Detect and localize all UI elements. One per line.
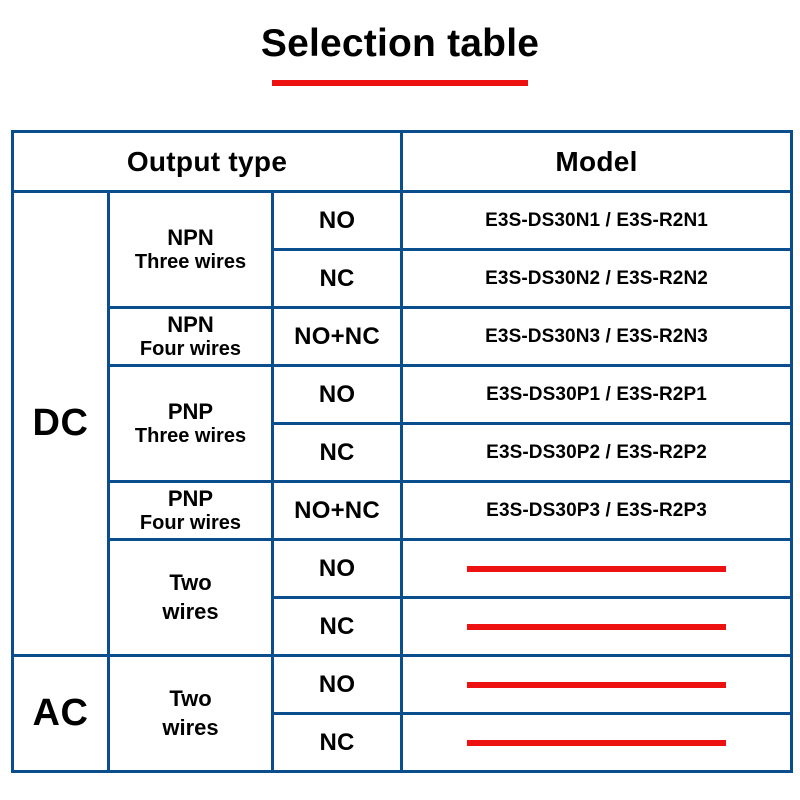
contact-type-cell: NO — [270, 364, 404, 425]
redaction-bar — [467, 739, 727, 746]
contact-type-cell: NO+NC — [270, 480, 404, 541]
output-type-secondary: Four wires — [139, 511, 242, 534]
contact-type-cell: NO — [270, 190, 404, 251]
table-row: Two wires NO — [13, 538, 794, 657]
redaction-wrap — [403, 681, 790, 688]
title-block: Selection table — [0, 0, 800, 86]
output-type-primary: PNP — [167, 398, 214, 424]
model-cell: E3S-DS30N3 / E3S-R2N3 — [400, 306, 794, 367]
table-row: NC — [13, 596, 794, 657]
header-model: Model — [400, 130, 794, 193]
contact-type-cell: NC — [270, 712, 404, 773]
output-type-secondary: Three wires — [134, 424, 247, 447]
supply-cell-dc: DC — [11, 190, 110, 657]
model-cell-redacted — [400, 538, 794, 599]
redaction-wrap — [403, 739, 790, 746]
model-cell: E3S-DS30N1 / E3S-R2N1 — [400, 190, 794, 251]
table-row: NC — [13, 712, 794, 773]
output-type-primary: PNP — [167, 485, 214, 511]
page-title: Selection table — [260, 22, 540, 65]
supply-cell-ac: AC — [11, 654, 110, 773]
model-cell-redacted — [400, 654, 794, 715]
output-type-primary: NPN — [167, 311, 214, 337]
contact-type-cell: NC — [270, 248, 404, 309]
contact-type-cell: NO — [270, 654, 404, 715]
model-cell: E3S-DS30P3 / E3S-R2P3 — [400, 480, 794, 541]
redaction-wrap — [403, 565, 790, 572]
output-type-secondary: wires — [162, 598, 219, 624]
redaction-bar — [467, 623, 727, 630]
output-type-secondary: Three wires — [134, 250, 247, 273]
redaction-bar — [467, 681, 727, 688]
header-output-type: Output type — [10, 130, 404, 193]
output-type-primary: Two — [169, 569, 212, 595]
output-type-primary: Two — [169, 685, 212, 711]
redaction-wrap — [403, 623, 790, 630]
model-cell: E3S-DS30P2 / E3S-R2P2 — [400, 422, 794, 483]
contact-type-cell: NC — [270, 596, 404, 657]
contact-type-cell: NO — [270, 538, 404, 599]
contact-type-cell: NO+NC — [270, 306, 404, 367]
output-type-secondary: Four wires — [139, 337, 242, 360]
output-type-primary: NPN — [167, 224, 214, 250]
model-cell: E3S-DS30P1 / E3S-R2P1 — [400, 364, 794, 425]
output-type-cell: Two wires — [107, 654, 274, 773]
model-cell: E3S-DS30N2 / E3S-R2N2 — [400, 248, 794, 309]
model-cell-redacted — [400, 712, 794, 773]
output-type-secondary: wires — [162, 714, 219, 740]
table-row: AC Two wires NO — [11, 654, 794, 773]
contact-type-cell: NC — [270, 422, 404, 483]
redaction-bar — [467, 565, 727, 572]
model-cell-redacted — [400, 596, 794, 657]
title-underline-accent — [272, 79, 528, 86]
output-type-cell: Two wires — [107, 538, 274, 657]
